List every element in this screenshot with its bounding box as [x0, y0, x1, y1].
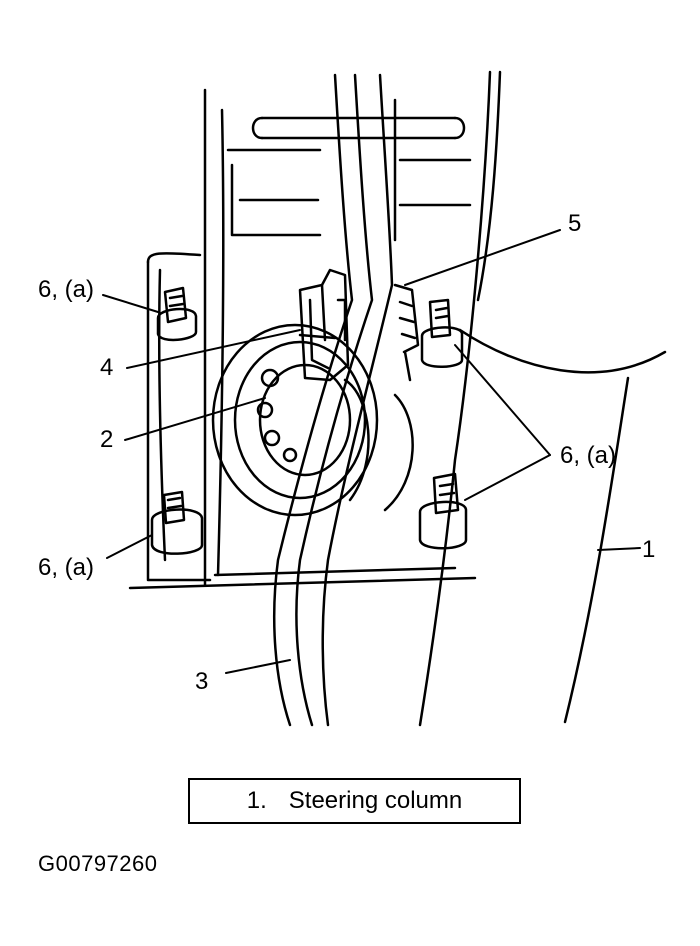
bolt-top-left: [156, 286, 198, 342]
callout-1: 1: [642, 536, 656, 563]
mounting-bracket: [128, 88, 477, 590]
callout-3: 3: [195, 668, 209, 695]
callout-4: 4: [100, 354, 114, 381]
callout-5: 5: [568, 210, 582, 237]
leader-lines: [102, 229, 641, 674]
callout-6-bottom-left: 6, (a): [38, 554, 95, 581]
bolt-right-bottom: [418, 472, 468, 550]
bolt-bottom-left: [150, 490, 204, 555]
steering-column-illustration: [102, 70, 667, 727]
legend-label: Steering column: [288, 787, 463, 814]
callout-6-top-left: 6, (a): [38, 276, 95, 303]
bolt-right-top: [420, 298, 464, 368]
legend-number: 1.: [246, 787, 267, 814]
steering-column-housing: [418, 70, 667, 727]
callout-2: 2: [100, 426, 114, 453]
clip-assembly: [298, 268, 350, 382]
figure-id: G00797260: [38, 851, 158, 876]
steering-shaft: [272, 73, 394, 727]
callout-6-right: 6, (a): [560, 442, 617, 469]
switch-assembly: [393, 283, 420, 382]
legend-box: 1. Steering column: [188, 778, 521, 824]
